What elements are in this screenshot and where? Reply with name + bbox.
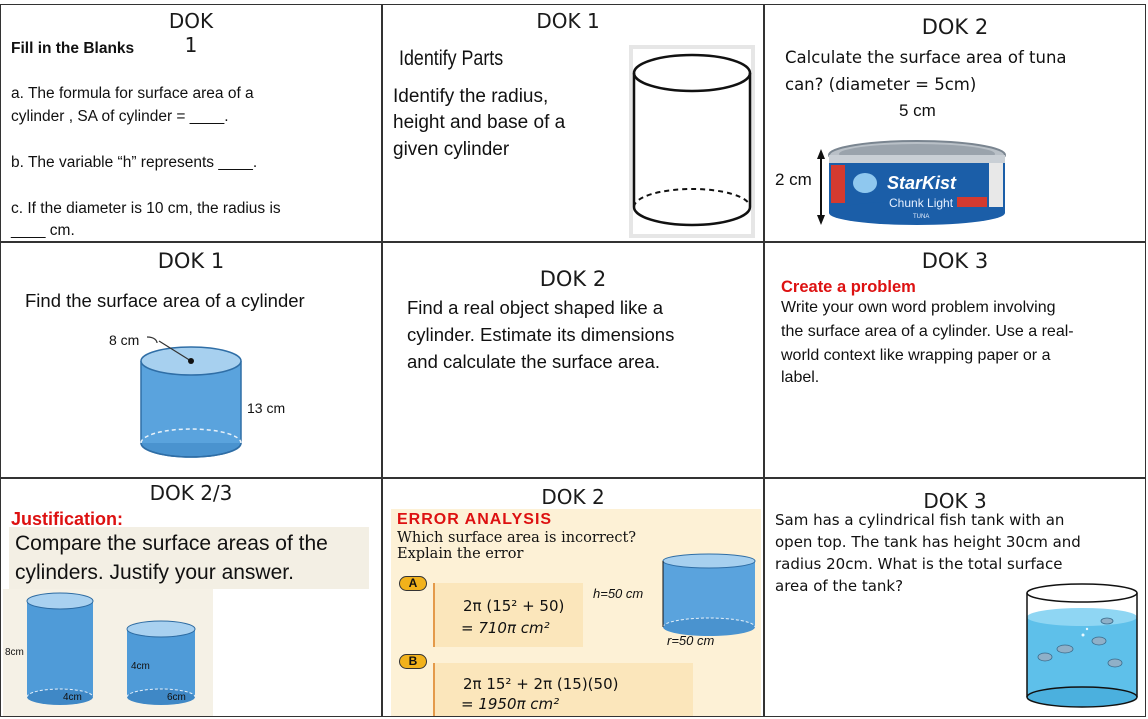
two-cylinders-figure: 8cm 4cm 4cm 6cm <box>3 589 213 716</box>
instruction-line2: cylinder. Estimate its dimensions <box>407 324 675 345</box>
tuna-can-figure: StarKist Chunk Light TUNA <box>817 140 1006 225</box>
prompt-line1: Write your own word problem involving <box>781 299 1056 316</box>
compare-banner <box>9 527 369 589</box>
question-line2: can? (diameter = 5cm) <box>785 75 977 94</box>
prompt-line3: world context like wrapping paper or a <box>781 347 1051 364</box>
instruction-line2: height and base of a <box>393 112 566 133</box>
dok-label: DOK 2 <box>541 485 605 509</box>
radius-label: r=50 cm <box>667 633 715 648</box>
cyl2-width-label: 6cm <box>167 692 186 703</box>
question-c-line2: ____ cm. <box>11 222 75 239</box>
option-b-badge: B <box>399 654 427 669</box>
cell-identify-parts: DOK 1 Identify Parts Identify the radius… <box>382 4 764 242</box>
dok-label: DOK 2 <box>921 15 989 39</box>
problem-line4: area of the tank? <box>775 577 904 595</box>
can-tuna: TUNA <box>913 214 929 220</box>
cell-create-problem: DOK 3 Create a problem Write your own wo… <box>764 242 1146 478</box>
instruction-line3: and calculate the surface area. <box>407 351 660 372</box>
error-cylinder-figure <box>662 553 756 636</box>
instruction-line1: Find a real object shaped like a <box>407 297 664 318</box>
option-a-badge: A <box>399 576 427 591</box>
justification-heading: Justification: <box>11 509 124 529</box>
cell-error-analysis: DOK 2 ERROR ANALYSIS Which surface area … <box>382 478 764 717</box>
dok-label: DOK 2 <box>539 267 607 291</box>
question-b: b. The variable “h” represents ____. <box>11 154 258 171</box>
dok-label: DOK 1 <box>536 9 600 33</box>
option-b-line2: = 1950π cm² <box>461 695 560 713</box>
cell-find-surface-area: DOK 1 Find the surface area of a cylinde… <box>0 242 382 478</box>
compare-line2: cylinders. Justify your answer. <box>15 561 294 584</box>
instruction-line3: given cylinder <box>393 139 510 160</box>
cell-title: Fill in the Blanks <box>11 40 135 57</box>
prompt-line4: label. <box>781 369 820 386</box>
dok-label: DOK 1 <box>168 9 214 57</box>
option-b-box <box>433 663 693 716</box>
question-a-line1: a. The formula for surface area of a <box>11 85 254 102</box>
option-a-box <box>433 583 583 647</box>
error-question-line1: Which surface area is incorrect? <box>397 530 637 546</box>
blue-cylinder-figure <box>140 336 242 458</box>
cell-justification: DOK 2/3 Justification: Compare the surfa… <box>0 478 382 717</box>
height-label: 2 cm <box>775 170 812 189</box>
radius-label: 8 cm <box>109 332 140 348</box>
instruction: Find the surface area of a cylinder <box>25 290 305 311</box>
error-question-line2: Explain the error <box>397 546 524 562</box>
option-a-line2: = 710π cm² <box>461 619 550 637</box>
width-label: 5 cm <box>899 101 936 120</box>
cell-title: Identify Parts <box>399 47 504 70</box>
dok-label: DOK 3 <box>921 249 989 273</box>
problem-line1: Sam has a cylindrical fish tank with an <box>775 511 1065 529</box>
cylinder-outline-figure <box>632 49 752 234</box>
cell-real-object: DOK 2 Find a real object shaped like a c… <box>382 242 764 478</box>
cylinder-image <box>629 45 755 238</box>
prompt-line2: the surface area of a cylinder. Use a re… <box>781 323 1074 340</box>
compare-line1: Compare the surface areas of the <box>15 532 328 555</box>
question-line1: Calculate the surface area of tuna <box>785 48 1067 67</box>
question-a-line2: cylinder , SA of cylinder = ____. <box>11 108 229 125</box>
dok-label: DOK 1 <box>157 249 225 273</box>
option-a-line1: 2π (15² + 50) <box>463 597 565 615</box>
can-subtitle: Chunk Light <box>889 196 954 210</box>
cyl1-width-label: 4cm <box>63 692 82 703</box>
cyl1-height-label: 8cm <box>5 647 24 658</box>
problem-line2: open top. The tank has height 30cm and <box>775 533 1081 551</box>
problem-line3: radius 20cm. What is the total surface <box>775 555 1063 573</box>
create-problem-heading: Create a problem <box>781 278 916 296</box>
can-brand: StarKist <box>887 173 957 193</box>
dok-label: DOK 3 <box>923 489 987 513</box>
cell-fill-in-blanks: DOK 1 Fill in the Blanks a. The formula … <box>0 4 382 242</box>
cyl2-height-label: 4cm <box>131 661 150 672</box>
option-b-line1: 2π 15² + 2π (15)(50) <box>463 675 619 693</box>
error-heading: ERROR ANALYSIS <box>397 511 553 528</box>
height-label: h=50 cm <box>593 586 644 601</box>
height-label: 13 cm <box>247 400 286 416</box>
question-c-line1: c. If the diameter is 10 cm, the radius … <box>11 200 281 217</box>
dok-label: DOK 2/3 <box>149 481 233 505</box>
cell-fish-tank: DOK 3 Sam has a cylindrical fish tank wi… <box>764 478 1146 717</box>
cell-tuna-can: DOK 2 Calculate the surface area of tuna… <box>764 4 1146 242</box>
fish-tank-figure <box>1026 583 1138 708</box>
instruction-line1: Identify the radius, <box>393 86 549 107</box>
